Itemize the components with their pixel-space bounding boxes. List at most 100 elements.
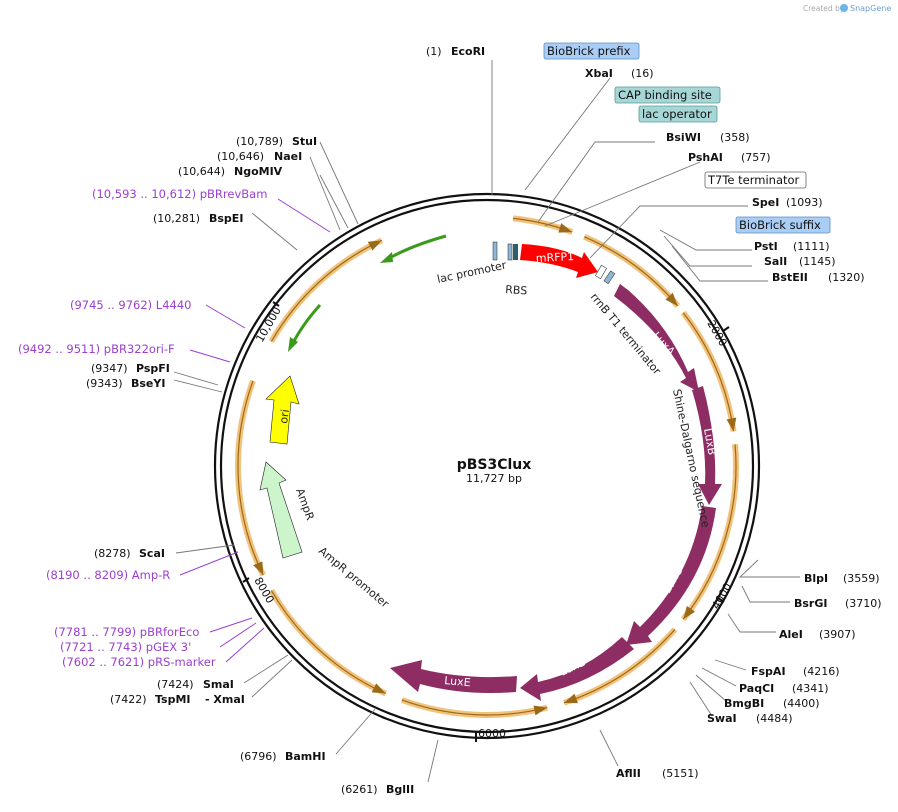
leader-line bbox=[243, 654, 289, 684]
green-arrowhead-top bbox=[380, 252, 393, 263]
site-AflII-name: AflII bbox=[616, 767, 641, 780]
rrnB-mark bbox=[594, 264, 608, 280]
site-PshAI-name: PshAI bbox=[688, 151, 723, 164]
leader-line bbox=[427, 739, 439, 783]
leader-line bbox=[173, 371, 219, 386]
site-BspEI-pos: (10,281) bbox=[153, 212, 200, 225]
site-BspEI-name: BspEI bbox=[209, 212, 243, 225]
boxed-labels: BioBrick prefix CAP binding site lac ope… bbox=[543, 42, 831, 234]
orf-arc bbox=[270, 239, 383, 342]
site-NaeI-name: NaeI bbox=[274, 150, 302, 163]
site-BlpI-pos: (3559) bbox=[843, 572, 880, 585]
rbs-label: RBS bbox=[505, 283, 528, 298]
lac-promoter-mark bbox=[492, 241, 498, 261]
site-PaqCI-pos: (4341) bbox=[792, 682, 829, 695]
biobrick-suffix-label: BioBrick suffix bbox=[739, 218, 821, 232]
primer-L4440: (9745 .. 9762) L4440 bbox=[70, 298, 191, 312]
site-PstI-name: PstI bbox=[754, 240, 778, 253]
green-arc-left bbox=[290, 303, 322, 346]
site-BamHI-name: BamHI bbox=[285, 750, 326, 763]
feature-luxE bbox=[390, 660, 517, 693]
snapgene-logo-icon bbox=[840, 4, 848, 12]
green-arrowhead-left bbox=[288, 337, 298, 352]
site-SpeI-pos: (1093) bbox=[786, 196, 823, 209]
leader-line bbox=[671, 245, 768, 282]
site-XbaI-name: XbaI bbox=[585, 67, 613, 80]
primer-labels: (10,593 .. 10,612) pBRrevBam (9745 .. 97… bbox=[18, 187, 267, 669]
site-BseYI-pos: (9343) bbox=[86, 377, 123, 390]
leader-line bbox=[251, 659, 293, 698]
leader-line bbox=[599, 729, 619, 767]
leader-line bbox=[524, 77, 611, 191]
site-FspAI-name: FspAI bbox=[751, 665, 786, 678]
ori-label: ori bbox=[277, 408, 292, 424]
primer-pBRrevBam: (10,593 .. 10,612) pBRrevBam bbox=[92, 187, 267, 201]
primer-lines bbox=[179, 198, 331, 663]
site-SalI-pos: (1145) bbox=[799, 255, 836, 268]
tick-mark bbox=[272, 301, 280, 307]
site-FspAI-pos: (4216) bbox=[803, 665, 840, 678]
site-StuI-name: StuI bbox=[292, 135, 317, 148]
plasmid-size: 11,727 bp bbox=[466, 472, 522, 485]
site-BseYI-name: BseYI bbox=[131, 377, 165, 390]
site-AflII-pos: (5151) bbox=[662, 767, 699, 780]
site-BglII-pos: (6261) bbox=[341, 783, 378, 796]
leader-line bbox=[319, 141, 359, 225]
site-BmgBI-pos: (4400) bbox=[783, 697, 820, 710]
site-EcoRI-name: EcoRI bbox=[451, 45, 485, 58]
site-XbaI-pos: (16) bbox=[631, 67, 654, 80]
site-SmaI-name: SmaI bbox=[203, 678, 234, 691]
site-ScaI-pos: (8278) bbox=[94, 547, 131, 560]
feature-luxB bbox=[692, 386, 722, 505]
leader-line bbox=[689, 681, 713, 717]
luxE-label: LuxE bbox=[444, 674, 471, 689]
leader-lines bbox=[173, 60, 800, 783]
leader-line bbox=[319, 174, 349, 229]
leader-line bbox=[738, 559, 800, 578]
orf-arc bbox=[401, 699, 548, 716]
green-arc-top bbox=[385, 234, 447, 262]
tick-6000: 6000 bbox=[478, 727, 506, 740]
site-SwaI-name: SwaI bbox=[707, 712, 737, 725]
site-StuI-pos: (10,789) bbox=[236, 135, 283, 148]
leader-line bbox=[714, 659, 747, 671]
orf-arrowhead bbox=[367, 240, 382, 251]
primer-line bbox=[209, 617, 253, 633]
lac-promoter-label: lac promoter bbox=[436, 258, 508, 285]
site-PaqCI-name: PaqCI bbox=[739, 682, 774, 695]
primer-pBR322ori: (9492 .. 9511) pBR322ori-F bbox=[18, 342, 175, 356]
feature-ori bbox=[265, 375, 300, 445]
leader-line bbox=[537, 141, 655, 223]
leader-line bbox=[335, 707, 377, 755]
backbone-outer bbox=[213, 192, 761, 740]
orf-arc bbox=[237, 380, 264, 576]
site-PspFI-name: PspFI bbox=[136, 362, 170, 375]
tick-2000: 2000 bbox=[704, 318, 729, 349]
orf-arrowhead bbox=[533, 705, 548, 716]
site-NgoMIV-pos: (10,644) bbox=[178, 165, 225, 178]
leader-line bbox=[175, 544, 235, 554]
site-BsiWI-name: BsiWI bbox=[666, 131, 701, 144]
site-NaeI-pos: (10,646) bbox=[217, 150, 264, 163]
orf-arc bbox=[682, 444, 737, 620]
site-TspMI-pos: (7422) bbox=[110, 693, 147, 706]
site-BmgBI-name: BmgBI bbox=[724, 697, 764, 710]
leader-line bbox=[589, 205, 748, 259]
ampR-label: AmpR bbox=[293, 487, 317, 523]
t7te-box bbox=[704, 171, 807, 189]
primer-pRS: (7602 .. 7621) pRS-marker bbox=[62, 655, 216, 669]
orf-arrowhead bbox=[665, 292, 678, 306]
ampR-promoter-label: AmpR promoter bbox=[316, 544, 392, 610]
feature-luxA bbox=[614, 284, 699, 392]
tick-4000: 4000 bbox=[709, 581, 734, 612]
site-AleI-pos: (3907) bbox=[819, 628, 856, 641]
tick-mark bbox=[242, 577, 250, 583]
backbone-inner bbox=[219, 198, 755, 734]
site-SalI-name: SalI bbox=[764, 255, 787, 268]
orf-arcs bbox=[235, 215, 739, 718]
site-NgoMIV-name: NgoMIV bbox=[234, 165, 283, 178]
orf-arrowhead bbox=[253, 561, 264, 576]
site-TspMI-name: TspMI bbox=[155, 693, 191, 706]
